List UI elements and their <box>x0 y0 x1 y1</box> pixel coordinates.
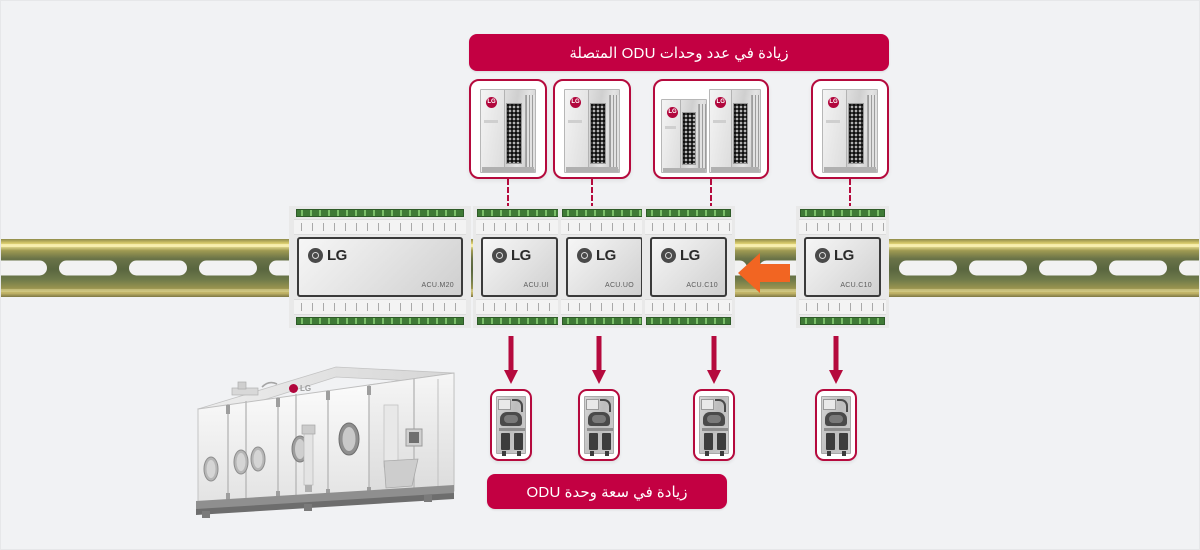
lg-logo-icon: LG <box>715 97 727 108</box>
terminal-block-bottom <box>799 317 886 325</box>
module-faceplate: LG ACU.UO <box>566 237 643 297</box>
wiring-diagram-bottom <box>294 299 466 315</box>
wiring-diagram-bottom <box>644 299 733 315</box>
odu-box-2: LG <box>553 79 631 179</box>
wiring-diagram-top <box>294 219 466 235</box>
valve-actuator-graphic <box>496 396 526 456</box>
lg-logo-icon: LG <box>492 247 531 264</box>
connector-dashed-1 <box>507 179 509 209</box>
terminal-block-bottom <box>561 317 648 325</box>
lg-logo-icon: LG <box>570 97 581 108</box>
air-handling-unit: LG <box>186 361 461 521</box>
wiring-diagram-top <box>560 219 649 235</box>
odu-box-1: LG <box>469 79 547 179</box>
lg-logo-icon: LG <box>577 247 616 264</box>
connector-arrow-down-1 <box>503 336 519 386</box>
device-box-1 <box>490 389 532 461</box>
module-model-label: ACU.C10 <box>686 282 718 289</box>
lg-logo-icon: LG <box>815 247 854 264</box>
terminal-block-top <box>476 209 563 217</box>
lg-logo-icon: LG <box>486 97 497 108</box>
callout-odu-count: زيادة في عدد وحدات ODU المتصلة <box>469 34 889 71</box>
lg-logo-icon: LG <box>828 97 839 108</box>
terminal-block-top <box>296 209 464 217</box>
connector-dashed-3 <box>710 179 712 209</box>
module-faceplate: LG ACU.C10 <box>804 237 881 297</box>
odu-box-4: LG <box>811 79 889 179</box>
wiring-diagram-top <box>475 219 564 235</box>
wiring-diagram-top <box>798 219 887 235</box>
odu-box-3: LG LG <box>653 79 769 179</box>
valve-actuator-graphic <box>699 396 729 456</box>
wiring-diagram-top <box>644 219 733 235</box>
valve-actuator-graphic <box>821 396 851 456</box>
controller-module-acu-c10[interactable]: LG ACU.C10 <box>642 206 735 328</box>
wiring-diagram-bottom <box>798 299 887 315</box>
terminal-block-bottom <box>645 317 732 325</box>
controller-module-acu-ui[interactable]: LG ACU.UI <box>473 206 566 328</box>
module-model-label: ACU.UO <box>604 282 634 289</box>
lg-logo-icon: LG <box>289 384 311 393</box>
module-faceplate: LG ACU.M20 <box>297 237 463 297</box>
terminal-block-bottom <box>296 317 464 325</box>
outdoor-unit-graphic: LG <box>709 89 761 173</box>
connector-arrow-down-2 <box>591 336 607 386</box>
outdoor-unit-graphic: LG <box>661 99 708 173</box>
connector-arrow-down-4 <box>828 336 844 386</box>
module-model-label: ACU.UI <box>523 282 549 289</box>
callout-odu-capacity: زيادة في سعة وحدة ODU <box>487 474 727 509</box>
terminal-block-bottom <box>476 317 563 325</box>
lg-logo-icon: LG <box>667 107 678 118</box>
module-insertion-arrow-icon <box>736 250 792 296</box>
terminal-block-top <box>561 209 648 217</box>
connector-arrow-down-3 <box>706 336 722 386</box>
ahu-brand-label: LG <box>300 384 312 393</box>
terminal-block-top <box>799 209 886 217</box>
connector-dashed-4 <box>849 179 851 209</box>
module-model-label: ACU.C10 <box>840 282 872 289</box>
controller-module-acu-c10-expansion[interactable]: LG ACU.C10 <box>796 206 889 328</box>
outdoor-unit-graphic: LG <box>564 89 620 173</box>
controller-module-acu-m20[interactable]: LG ACU.M20 <box>289 206 471 328</box>
module-model-label: ACU.M20 <box>421 282 454 289</box>
terminal-block-top <box>645 209 732 217</box>
module-faceplate: LG ACU.C10 <box>650 237 727 297</box>
device-box-4 <box>815 389 857 461</box>
connector-dashed-2 <box>591 179 593 209</box>
page-title: LG AHU Communication Kit — Expandability… <box>1 22 2 23</box>
outdoor-unit-graphic: LG <box>822 89 878 173</box>
device-box-3 <box>693 389 735 461</box>
outdoor-unit-graphic: LG <box>480 89 536 173</box>
lg-logo-icon: LG <box>308 247 347 264</box>
controller-module-acu-uo[interactable]: LG ACU.UO <box>558 206 651 328</box>
lg-logo-icon: LG <box>661 247 700 264</box>
valve-actuator-graphic <box>584 396 614 456</box>
wiring-diagram-bottom <box>560 299 649 315</box>
module-faceplate: LG ACU.UI <box>481 237 558 297</box>
device-box-2 <box>578 389 620 461</box>
wiring-diagram-bottom <box>475 299 564 315</box>
